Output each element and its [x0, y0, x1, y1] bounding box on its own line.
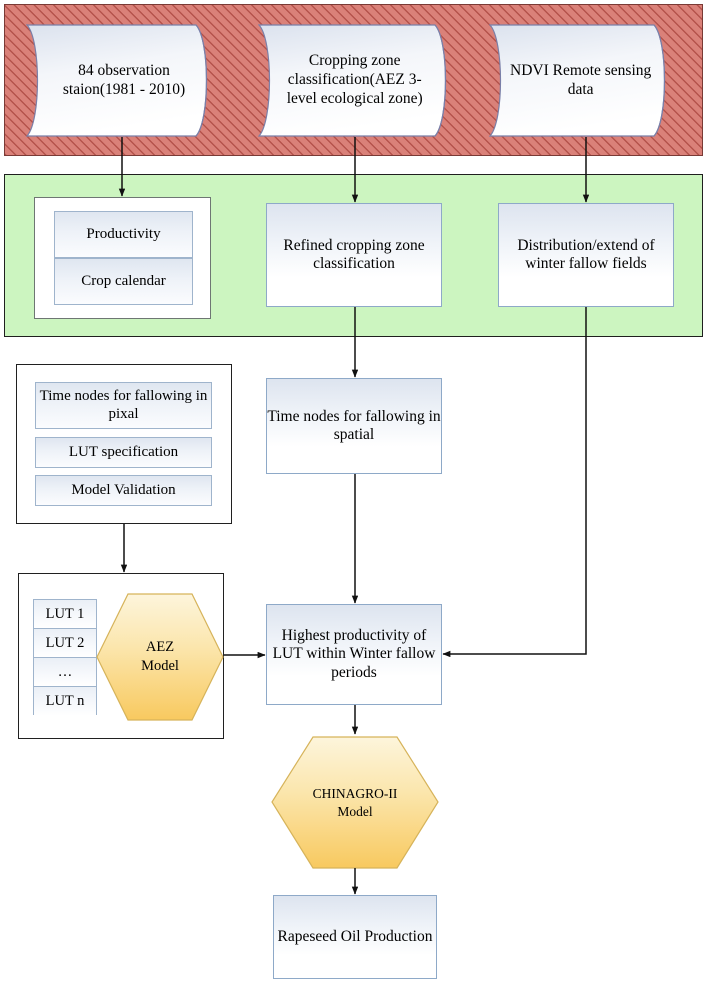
aez-model-group: LUT 1 LUT 2 … LUT n AEZ Model — [18, 573, 224, 739]
spatial-time-nodes-label: Time nodes for fallowing in spatial — [267, 407, 441, 443]
aez-model-label-wrap: AEZ Model — [95, 592, 225, 722]
highest-productivity-node[interactable]: Highest productivity of LUT within Winte… — [266, 604, 442, 705]
pixel-item-label: LUT specification — [68, 443, 179, 460]
cylinder-shape-icon — [26, 24, 208, 137]
pixel-item-label: Model Validation — [71, 481, 176, 498]
data-source-cropping-zone[interactable]: Cropping zone classification(AEZ 3-level… — [258, 24, 466, 137]
lut-list-item[interactable]: … — [34, 658, 96, 687]
lut-list: LUT 1 LUT 2 … LUT n — [33, 599, 97, 716]
chinagro-model-node[interactable]: CHINAGRO-II Model — [270, 735, 440, 870]
data-source-label: Cropping zone classification(AEZ 3-level… — [286, 52, 423, 107]
chinagro-model-label-line2: Model — [337, 803, 373, 819]
fallow-fields-label: Distribution/extend of winter fallow fie… — [517, 236, 655, 272]
derived-item-crop-calendar[interactable]: Crop calendar — [54, 258, 193, 305]
highest-productivity-label: Highest productivity of LUT within Winte… — [272, 627, 436, 681]
refined-cropping-zone-label: Refined cropping zone classification — [283, 236, 425, 272]
station-derived-group: Productivity Crop calendar — [34, 197, 211, 319]
refined-cropping-zone-node[interactable]: Refined cropping zone classification — [266, 203, 442, 307]
pixel-item-lut-specification[interactable]: LUT specification — [35, 437, 212, 468]
output-node-rapeseed-oil-production[interactable]: Rapeseed Oil Production — [273, 895, 437, 979]
data-source-label: 84 observation staion(1981 - 2010) — [62, 61, 186, 98]
aez-model-node[interactable]: AEZ Model — [95, 592, 225, 722]
aez-model-label-line1: AEZ — [145, 639, 175, 656]
pixel-item-model-validation[interactable]: Model Validation — [35, 475, 212, 506]
hexagon-shape-icon — [96, 593, 224, 721]
spatial-time-nodes-node[interactable]: Time nodes for fallowing in spatial — [266, 378, 442, 474]
chinagro-model-label-line1: CHINAGRO-II — [312, 785, 398, 801]
pixel-item-label: Time nodes for fallowing in pixal — [39, 387, 208, 422]
connector-fallow-to-highest — [442, 307, 587, 658]
derived-item-label: Productivity — [86, 225, 161, 242]
output-label: Rapeseed Oil Production — [277, 927, 433, 945]
lut-list-item[interactable]: LUT n — [34, 687, 96, 716]
derived-item-productivity[interactable]: Productivity — [54, 211, 193, 258]
fallow-fields-node[interactable]: Distribution/extend of winter fallow fie… — [498, 203, 674, 307]
data-source-ndvi[interactable]: NDVI Remote sensing data — [489, 24, 684, 137]
pixel-analysis-group: Time nodes for fallowing in pixal LUT sp… — [16, 364, 232, 524]
cylinder-shape-icon — [258, 24, 447, 137]
hexagon-shape-icon — [271, 736, 439, 869]
cylinder-shape-icon — [489, 24, 666, 137]
chinagro-model-label-wrap: CHINAGRO-II Model — [270, 735, 440, 870]
pixel-item-time-nodes[interactable]: Time nodes for fallowing in pixal — [35, 382, 212, 429]
lut-list-item[interactable]: LUT 2 — [34, 629, 96, 658]
data-source-observation-stations[interactable]: 84 observation staion(1981 - 2010) — [26, 24, 226, 137]
data-source-label: NDVI Remote sensing data — [510, 61, 652, 98]
lut-list-item[interactable]: LUT 1 — [34, 600, 96, 629]
derived-item-label: Crop calendar — [81, 272, 166, 289]
aez-model-label-line2: Model — [141, 658, 179, 674]
